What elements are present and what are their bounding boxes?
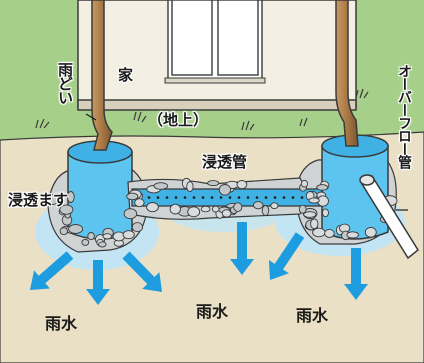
stone bbox=[187, 206, 201, 218]
stone bbox=[47, 193, 60, 205]
stone bbox=[68, 224, 84, 234]
stone bbox=[233, 202, 243, 212]
stone bbox=[364, 226, 377, 238]
stone bbox=[126, 192, 139, 201]
stone bbox=[122, 230, 135, 240]
overflow-pipe bbox=[359, 174, 419, 260]
stone bbox=[316, 184, 329, 191]
stone bbox=[346, 231, 359, 239]
house-label: 家 bbox=[118, 66, 134, 84]
stone bbox=[153, 182, 169, 190]
pipe-hole bbox=[165, 196, 169, 199]
pipe-hole bbox=[273, 196, 277, 199]
stone bbox=[300, 179, 309, 188]
rainwater-label-left: 雨水 bbox=[45, 314, 78, 333]
downspout-leader bbox=[85, 113, 97, 121]
stone bbox=[221, 209, 232, 218]
stone bbox=[131, 222, 144, 233]
pipe-hole bbox=[264, 196, 268, 199]
pipe-hole bbox=[255, 196, 259, 199]
stone bbox=[298, 204, 307, 214]
stone bbox=[270, 202, 279, 210]
pipe-hole bbox=[246, 196, 250, 199]
rainwater-arrows bbox=[30, 222, 368, 305]
rainwater-arrow bbox=[86, 260, 110, 305]
rainwater-arrow bbox=[30, 251, 74, 290]
stone bbox=[236, 180, 248, 190]
infiltration-basin-label: 浸透ます bbox=[8, 191, 69, 209]
left-stones bbox=[47, 189, 145, 248]
pipe-hole bbox=[147, 196, 151, 199]
stone bbox=[218, 184, 232, 196]
pipe-hole bbox=[237, 196, 241, 199]
stone bbox=[134, 198, 145, 208]
overflow-pipe-label: オーバーフロー管 bbox=[396, 64, 412, 168]
pipe-hole bbox=[201, 196, 205, 199]
stone bbox=[59, 227, 68, 236]
window bbox=[167, 0, 263, 81]
stone bbox=[98, 241, 107, 248]
above-ground-label: （地上） bbox=[148, 111, 209, 129]
pipe-hole bbox=[300, 196, 304, 199]
pipe-hole bbox=[192, 196, 196, 199]
grass-tufts bbox=[35, 88, 369, 131]
stone bbox=[261, 205, 270, 216]
stone bbox=[310, 218, 319, 230]
rainwater-arrow bbox=[344, 248, 368, 300]
stone bbox=[303, 211, 317, 218]
pipe-hole bbox=[210, 196, 214, 199]
rainwater-label-right: 雨水 bbox=[296, 306, 329, 325]
rainwater-arrow bbox=[122, 251, 162, 292]
stone bbox=[169, 203, 181, 215]
stone bbox=[211, 205, 220, 213]
pipe-hole bbox=[219, 196, 223, 199]
stone bbox=[207, 180, 220, 187]
rainwater-label-center: 雨水 bbox=[196, 302, 229, 321]
stone bbox=[123, 208, 138, 220]
stone bbox=[186, 181, 194, 192]
pipe-stones bbox=[146, 177, 279, 219]
rainwater-arrow bbox=[268, 232, 305, 280]
stone bbox=[252, 201, 264, 210]
downspout-label: 雨どい bbox=[56, 62, 74, 104]
infiltration-pipe-label: 浸透管 bbox=[202, 153, 248, 171]
stone bbox=[324, 228, 335, 238]
right-downspout bbox=[335, 0, 359, 147]
stone bbox=[66, 191, 75, 203]
stone bbox=[146, 202, 159, 213]
pipe-hole bbox=[156, 196, 160, 199]
rainwater-arrow bbox=[230, 222, 254, 275]
stone bbox=[308, 197, 320, 204]
stone bbox=[102, 233, 113, 240]
pipe-hole bbox=[174, 196, 178, 199]
stone bbox=[87, 232, 95, 241]
pipe-hole bbox=[183, 196, 187, 199]
stone bbox=[81, 238, 90, 246]
pipe-hole bbox=[291, 196, 295, 199]
stone bbox=[200, 205, 211, 213]
stone bbox=[59, 204, 74, 215]
right-stones bbox=[298, 179, 398, 241]
pipe-hole bbox=[228, 196, 232, 199]
stone bbox=[322, 208, 329, 218]
pipe-hole bbox=[282, 196, 286, 199]
house-foundation bbox=[77, 99, 357, 111]
